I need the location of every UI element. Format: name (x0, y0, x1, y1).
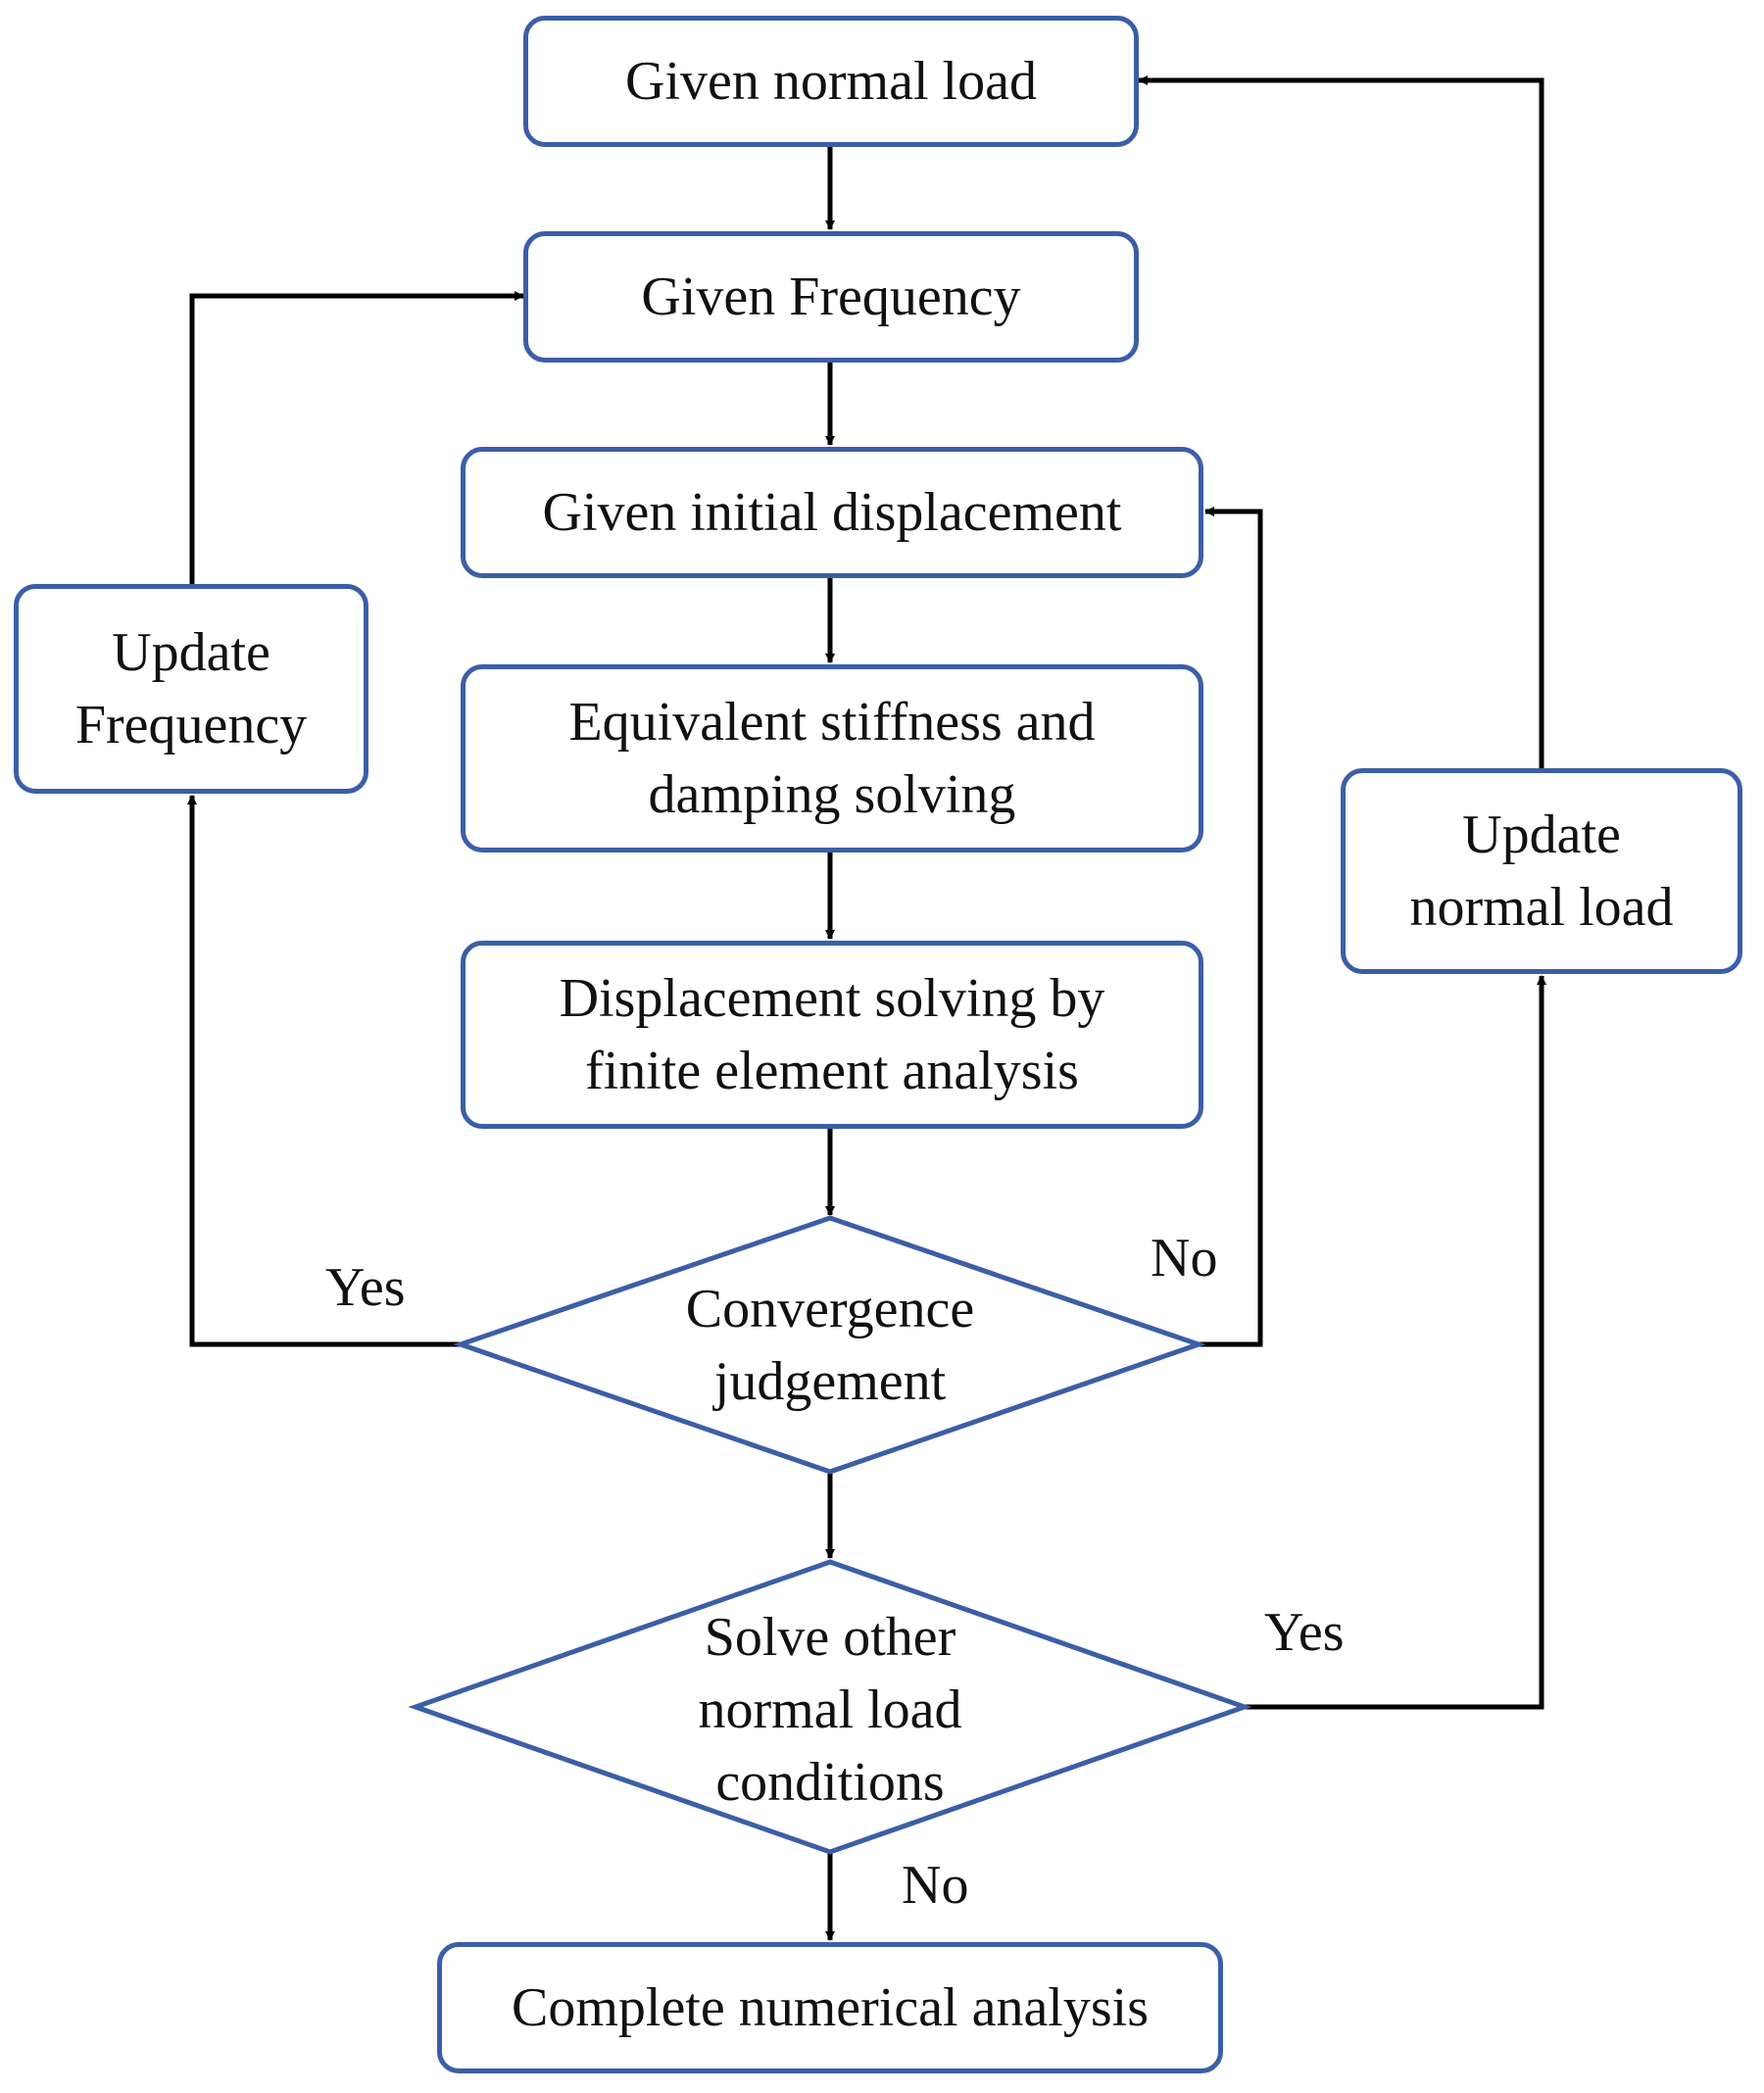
arrow-update-load-to-given-load (1138, 75, 1544, 768)
label-solve-other-no: No (902, 1855, 969, 1916)
decision-solve-other-text: Solve other normal load conditions (588, 1601, 1072, 1819)
decision-convergence-line-1: Convergence (685, 1279, 975, 1339)
node-displacement-solving: Displacement solving by finite element a… (461, 941, 1203, 1129)
node-displacement-solving-line-1: Displacement solving by (559, 968, 1105, 1029)
node-equivalent-stiffness-line-1: Equivalent stiffness and (568, 692, 1096, 753)
node-given-normal-load: Given normal load (523, 16, 1139, 147)
decision-solve-other-line-1: Solve other (704, 1607, 956, 1668)
arrow-convergence-no-to-initial-displacement (1199, 507, 1263, 1347)
arrow-update-frequency-to-given-frequency (189, 291, 524, 584)
node-update-frequency-line-2: Frequency (74, 695, 308, 755)
node-given-frequency-text: Given Frequency (641, 267, 1021, 327)
node-given-normal-load-text: Given normal load (625, 51, 1037, 112)
label-convergence-no: No (1151, 1228, 1218, 1289)
arrow-solve-other-yes-to-update-load (1245, 975, 1546, 1710)
node-update-normal-load: Update normal load (1341, 768, 1742, 974)
node-update-normal-load-line-2: normal load (1409, 877, 1674, 938)
decision-convergence-text: Convergence judgement (588, 1272, 1072, 1419)
node-update-frequency-line-1: Update (112, 622, 270, 683)
decision-convergence-line-2: judgement (713, 1351, 947, 1412)
node-complete-analysis: Complete numerical analysis (437, 1942, 1223, 2073)
label-solve-other-yes: Yes (1264, 1602, 1345, 1663)
arrow-convergence-yes-to-update-frequency (187, 795, 461, 1347)
node-given-frequency: Given Frequency (523, 231, 1139, 363)
node-update-normal-load-line-1: Update (1462, 804, 1621, 865)
node-equivalent-stiffness-line-2: damping solving (648, 764, 1016, 825)
node-displacement-solving-line-2: finite element analysis (585, 1041, 1079, 1101)
decision-solve-other-line-3: conditions (715, 1752, 945, 1813)
decision-diamond-solve-other (408, 1559, 1252, 1855)
decision-diamond-convergence (453, 1215, 1206, 1475)
decision-solve-other-line-2: normal load (698, 1679, 962, 1740)
node-complete-analysis-text: Complete numerical analysis (511, 1977, 1150, 2038)
node-given-initial-displacement-text: Given initial displacement (542, 482, 1122, 543)
node-update-frequency: Update Frequency (14, 584, 368, 794)
node-equivalent-stiffness: Equivalent stiffness and damping solving (461, 664, 1203, 852)
node-given-initial-displacement: Given initial displacement (461, 447, 1203, 578)
label-convergence-yes: Yes (325, 1257, 406, 1318)
